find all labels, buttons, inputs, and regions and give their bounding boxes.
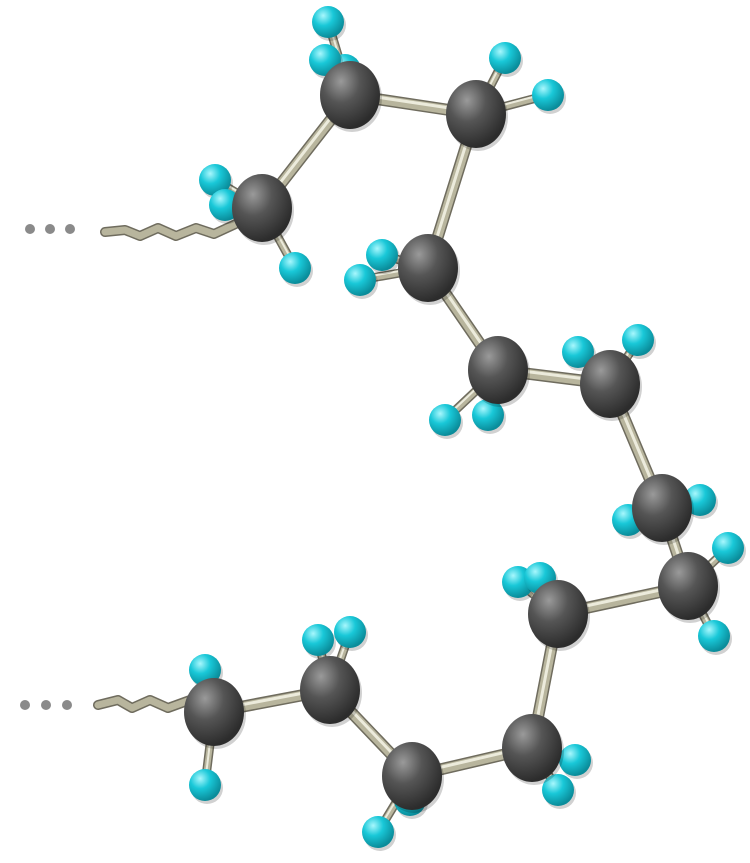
atoms-layer: [184, 6, 746, 851]
hydrogen-atom: [562, 336, 594, 368]
ellipsis-dot-bottom: [41, 700, 51, 710]
hydrogen-atom: [429, 404, 461, 436]
hydrogen-atom: [279, 252, 311, 284]
ellipsis-dot-bottom: [62, 700, 72, 710]
ellipsis-dot-top: [25, 224, 35, 234]
chain-continuation-bond-top-core: [101, 204, 266, 240]
hydrogen-atom: [542, 774, 574, 806]
carbon-atom: [446, 80, 506, 148]
carbon-atom: [382, 742, 442, 810]
ellipsis-dot-top: [65, 224, 75, 234]
carbon-atom: [580, 350, 640, 418]
hydrogen-atom: [189, 769, 221, 801]
carbon-atom: [658, 552, 718, 620]
carbon-atom: [502, 714, 562, 782]
ellipsis-layer: [20, 224, 75, 710]
hydrogen-atom: [532, 79, 564, 111]
hydrogen-atom: [472, 399, 504, 431]
hydrogen-atom: [344, 264, 376, 296]
carbon-atom: [320, 61, 380, 129]
carbon-atom: [398, 234, 458, 302]
hydrogen-atom: [698, 620, 730, 652]
carbon-atom: [232, 174, 292, 242]
hydrogen-atom: [366, 239, 398, 271]
hydrogen-atom: [199, 164, 231, 196]
hydrogen-atom: [312, 6, 344, 38]
ellipsis-dot-bottom: [20, 700, 30, 710]
hydrogen-atom: [712, 532, 744, 564]
hydrogen-atom: [189, 654, 221, 686]
hydrogen-atom: [622, 324, 654, 356]
hydrogen-atom: [559, 744, 591, 776]
carbon-atom: [184, 678, 244, 746]
carbon-atom: [528, 580, 588, 648]
hydrogen-atom: [302, 624, 334, 656]
carbon-atom: [468, 336, 528, 404]
carbon-atom: [632, 474, 692, 542]
carbon-atom: [300, 656, 360, 724]
hydrogen-atom: [489, 42, 521, 74]
ellipsis-dot-top: [45, 224, 55, 234]
hydrogen-atom: [362, 816, 394, 848]
hydrogen-atom: [334, 616, 366, 648]
